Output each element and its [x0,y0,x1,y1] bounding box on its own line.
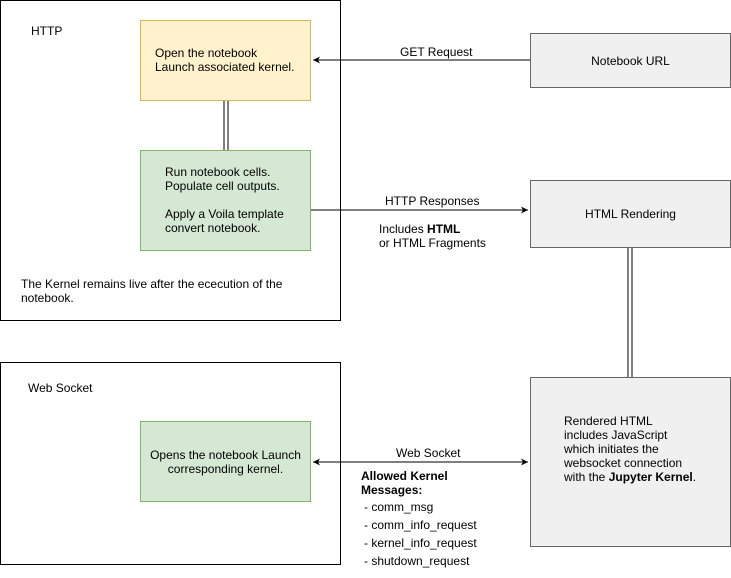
html-rendering-box: HTML Rendering [530,180,731,248]
websocket-edge-label: Web Socket [396,446,461,460]
run-cells-box: Run notebook cells. Populate cell output… [140,150,311,251]
message-item: - comm_info_request [364,518,477,532]
get-request-label: GET Request [400,45,473,59]
http-group-title: HTTP [31,24,63,38]
notebook-url-box: Notebook URL [530,33,731,88]
kernel-live-note: The Kernel remains live after the ececut… [21,277,283,305]
html-rendering-text: HTML Rendering [585,207,676,221]
opens-notebook-text: Opens the notebook Launch corresponding … [150,447,301,476]
rendered-html-text-end: . [692,470,697,484]
message-item: - kernel_info_request [364,536,477,550]
notebook-url-text: Notebook URL [591,53,670,68]
html-fragments-label: or HTML Fragments [379,236,486,250]
websocket-group-title: Web Socket [28,381,93,395]
includes-html-label: Includes HTML [379,222,460,236]
message-item: - comm_msg [364,500,434,514]
run-cells-text: Run notebook cells. Populate cell output… [165,165,284,235]
rendered-html-box: Rendered HTML includes JavaScript which … [530,377,731,547]
jupyter-kernel-label: Jupyter Kernel [608,470,693,484]
open-notebook-text: Open the notebook Launch associated kern… [155,46,295,74]
message-item: - shutdown_request [364,554,470,568]
open-notebook-box: Open the notebook Launch associated kern… [140,20,311,101]
includes-prefix: Includes [379,222,428,236]
rendered-html-text-main: Rendered HTML includes JavaScript which … [564,414,683,484]
includes-bold: HTML [427,222,461,236]
opens-notebook-box: Opens the notebook Launch corresponding … [140,421,311,502]
allowed-messages-title: Allowed Kernel Messages: [361,469,448,497]
http-responses-label: HTTP Responses [385,194,480,208]
rendered-html-text: Rendered HTML includes JavaScript which … [564,414,724,484]
